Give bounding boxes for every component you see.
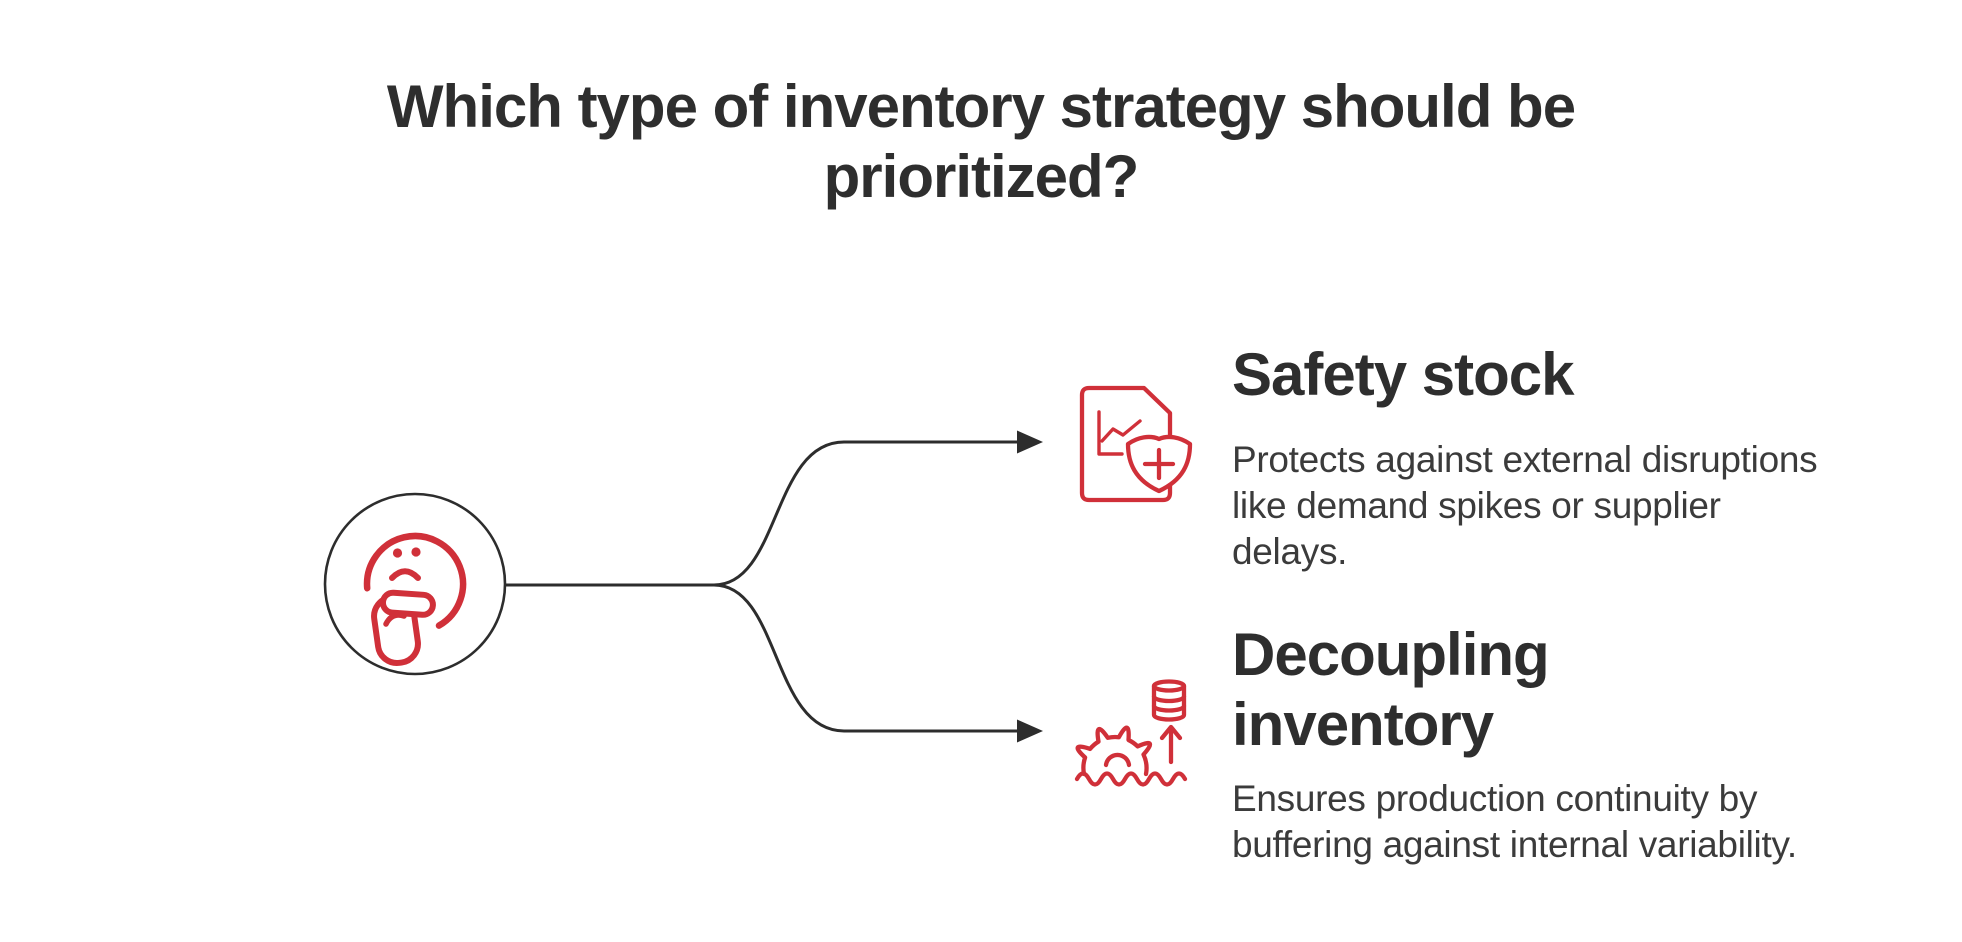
thumb-curve: [383, 612, 407, 627]
branch-safety-stock: Safety stock Protects against external d…: [1232, 340, 1922, 575]
branch-decoupling-inventory: Decoupling inventory Ensures production …: [1232, 620, 1922, 868]
node-circle-outline: [323, 492, 507, 676]
frown-mouth: [389, 568, 421, 581]
gear-database-up-arrow-icon: [1074, 679, 1188, 787]
trend-line: [1100, 419, 1142, 443]
branch-heading: Safety stock: [1232, 341, 1575, 408]
branch-description: Protects against external disruptions li…: [1232, 439, 1818, 572]
database-icon: [1151, 679, 1187, 722]
page-title: Which type of inventory strategy should …: [386, 73, 1576, 210]
top-branch-line: [712, 440, 1020, 587]
finger-bar: [379, 589, 436, 618]
bottom-branch-line: [712, 583, 1020, 733]
document-chart-shield-icon: [1079, 385, 1193, 503]
face-outline-arc: [363, 532, 467, 629]
top-arrowhead-icon: [1017, 430, 1043, 454]
up-arrow-icon: [1159, 724, 1183, 765]
thinking-face-icon: [323, 492, 507, 676]
gear-icon: [1075, 725, 1153, 777]
document-outline: [1079, 385, 1173, 503]
wave-icon: [1074, 771, 1188, 787]
branch-heading: Decoupling inventory: [1232, 621, 1550, 758]
right-eye: [411, 547, 421, 557]
plus-sign: [1142, 447, 1176, 481]
chart-axes: [1097, 410, 1124, 456]
branch-description: Ensures production continuity by bufferi…: [1232, 778, 1797, 865]
left-eye: [392, 548, 403, 558]
bottom-arrowhead-icon: [1017, 719, 1043, 743]
